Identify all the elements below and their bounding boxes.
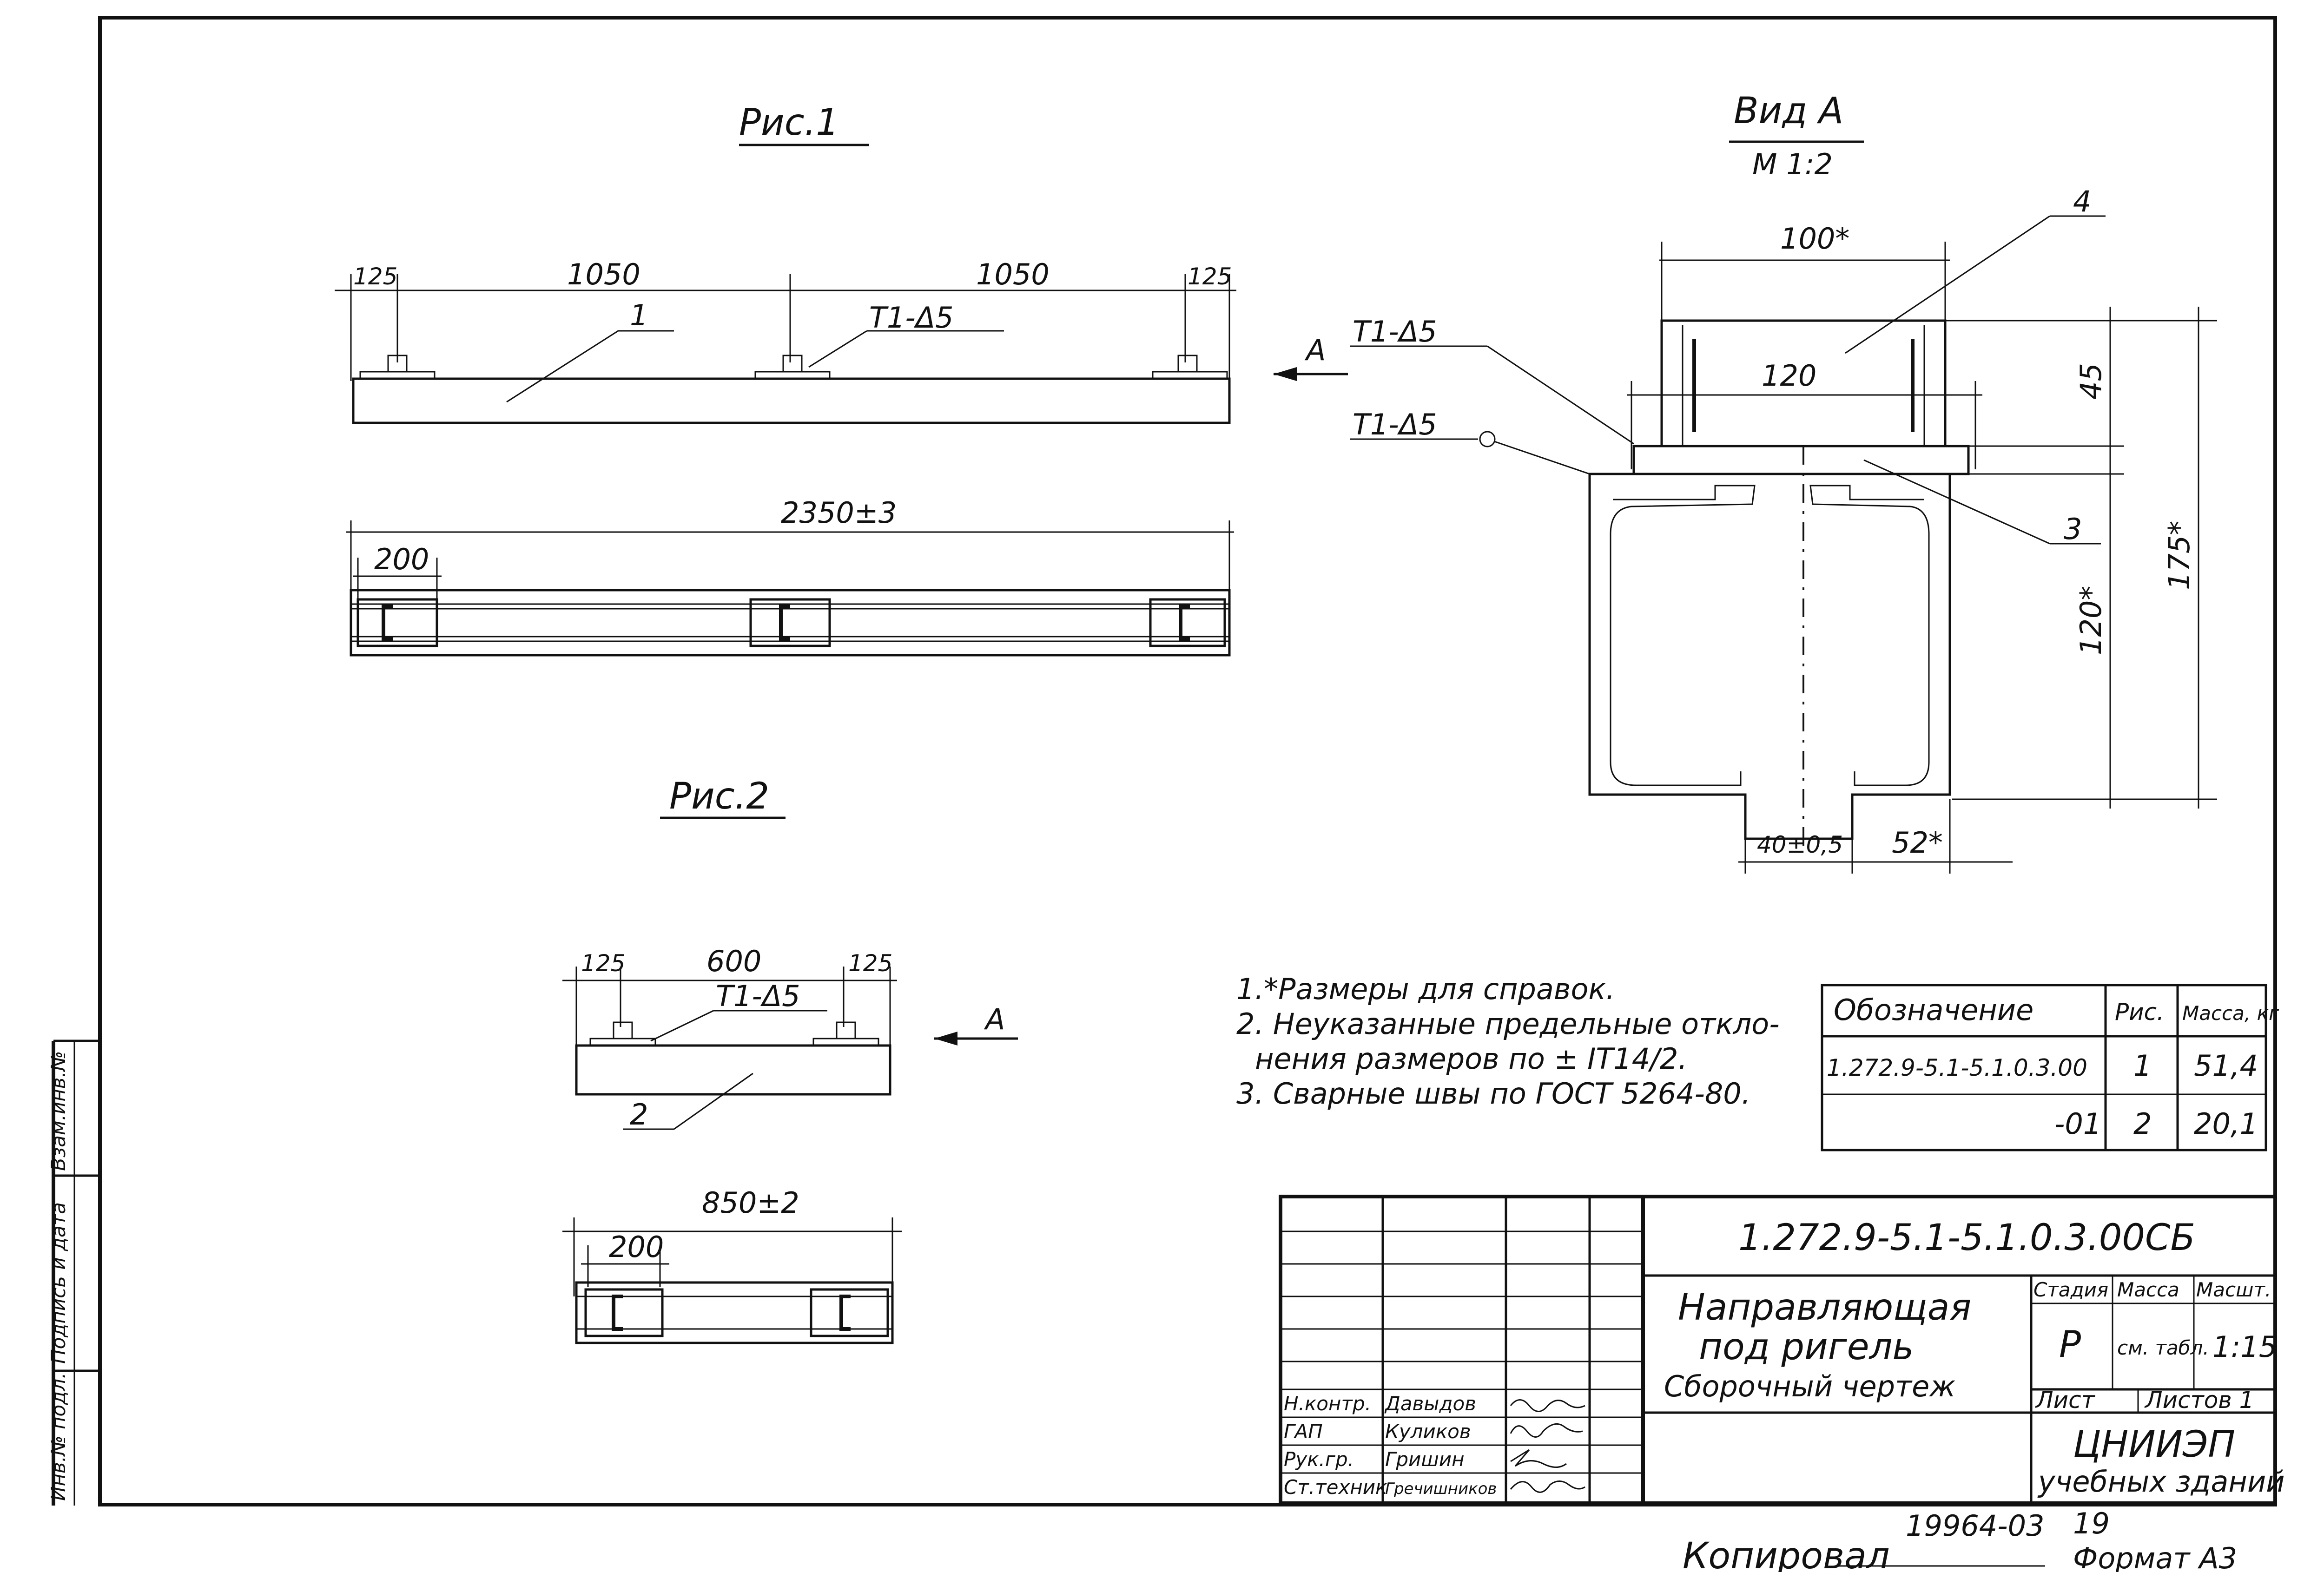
page-number: 19 [2073,1506,2110,1540]
view-a-dim-120: 120 [1762,359,1816,393]
view-a-dim-45: 45 [2074,363,2108,400]
signature-3 [1510,1449,1567,1468]
signer-name-3: Гришин [1385,1448,1465,1471]
spec-row2-mass: 20,1 [2194,1107,2258,1141]
sheets-label: Листов 1 [2144,1387,2254,1414]
spec-row2-designation: -01 [2054,1107,2101,1141]
fig2-dim-125-right: 125 [848,950,892,977]
view-a-plate [1632,445,1970,475]
stage-label: Стадия [2034,1278,2108,1301]
signer-role-4: Ст.техник [1284,1476,1387,1499]
fig2-dim-200: 200 [609,1230,664,1264]
signer-role-2: ГАП [1284,1420,1323,1443]
signer-role-1: Н.контр. [1284,1392,1371,1415]
figure-2: Рис.2 125 600 125 Т1-Δ5 2 А 850±2 200 [562,776,1018,1344]
drawing-name-line1: Направляющая [1678,1287,1971,1329]
stage-value: Р [2059,1324,2081,1366]
fig1-dim-125-right: 125 [1188,263,1232,290]
view-a-dim-120v: 120* [2074,586,2108,655]
view-a-dim-100: 100* [1780,222,1849,256]
fig2-beam-plan [575,1281,894,1344]
spec-header-designation: Обозначение [1834,993,2034,1027]
side-stamp: Инв.№ подл. Подпись и дата Взам.инв.№ [47,1051,70,1501]
fig1-view-arrow-label: А [1304,333,1326,367]
fig2-dim-overall: 850±2 [702,1186,799,1220]
stamp-inv-label: Инв.№ подл. [47,1373,70,1501]
view-a-weld-1: Т1-Δ5 [1353,315,1437,349]
fig2-dim-600: 600 [706,944,761,978]
sheet-frame [98,16,2277,1506]
fig1-dim-125-left: 125 [353,263,397,290]
view-a-position-4: 4 [2073,184,2091,218]
view-a-dim-40: 40±0,5 [1757,831,1843,858]
fig2-beam-elevation [575,1044,891,1096]
view-a-dim-52: 52* [1892,826,1943,860]
spec-table: Обозначение Рис. Масса, кг 1.272.9-5.1-5… [1821,984,2279,1151]
signature-1 [1510,1399,1585,1412]
archive-number: 19964-03 [1906,1509,2045,1543]
signer-role-3: Рук.гр. [1284,1448,1354,1471]
fig1-dim-1050-right: 1050 [976,257,1050,291]
view-a: Вид А М 1:2 100* 120 45 [1350,90,2217,874]
view-a-rail-profile [1588,473,1951,840]
title-block: 1.272.9-5.1-5.1.0.3.00СБ Направляющая по… [1279,1195,2285,1505]
footer: 19964-03 19 Копировал Формат А3 [1683,1506,2237,1572]
spec-row2-fig: 2 [2133,1107,2152,1141]
note-3: 3. Сварные швы по ГОСТ 5264-80. [1236,1077,1750,1111]
fig1-beam-elevation [352,377,1231,424]
view-a-scale: М 1:2 [1752,147,1833,181]
sheet-label: Лист [2035,1387,2096,1414]
fig2-view-arrow-label: А [984,1002,1005,1036]
spec-row1-designation: 1.272.9-5.1-5.1.0.3.00 [1827,1054,2087,1081]
view-a-weld-2: Т1-Δ5 [1353,408,1437,441]
mass-value: см. табл. [2117,1336,2209,1359]
figure-1: Рис.1 125 1050 1050 125 Т1-Δ5 1 А [335,102,1348,657]
fig1-beam-plan [350,589,1231,657]
drawing-name-line3: Сборочный чертеж [1664,1369,1955,1403]
general-notes: 1.*Размеры для справок. 2. Неуказанные п… [1236,972,1780,1111]
fig1-position-1: 1 [630,298,648,332]
spec-header-fig: Рис. [2115,999,2164,1026]
signature-4 [1510,1480,1585,1493]
note-2b: нения размеров по ± IT14/2. [1255,1042,1687,1076]
view-a-title: Вид А [1734,90,1843,132]
spec-row1-fig: 1 [2133,1049,2152,1083]
scale-label: Масшт. [2196,1278,2271,1301]
format-label: Формат А3 [2073,1541,2237,1572]
fig1-title: Рис.1 [739,102,839,144]
stamp-sign-label: Подпись и дата [47,1202,70,1364]
view-a-position-3: 3 [2064,512,2082,546]
signer-name-2: Куликов [1385,1420,1471,1443]
fig2-title: Рис.2 [669,776,769,817]
view-a-dim-175: 175* [2162,521,2196,590]
fig2-weld-label: Т1-Δ5 [716,979,800,1013]
note-1: 1.*Размеры для справок. [1236,972,1615,1006]
mass-label: Масса [2117,1278,2179,1301]
signature-2 [1510,1423,1583,1438]
fig1-dim-overall: 2350±3 [781,496,897,530]
fig2-dim-125-left: 125 [581,950,625,977]
fig1-weld-label: Т1-Δ5 [869,301,954,335]
drawing-name-line2: под ригель [1699,1326,1914,1368]
note-2a: 2. Неуказанные предельные откло- [1236,1007,1780,1041]
signer-name-4: Гречишников [1385,1480,1497,1498]
scale-value: 1:15 [2212,1330,2277,1364]
fig1-dim-1050-left: 1050 [567,257,640,291]
doc-number: 1.272.9-5.1-5.1.0.3.00СБ [1738,1217,2195,1259]
spec-row1-mass: 51,4 [2194,1049,2258,1083]
fig2-position-2: 2 [630,1098,648,1131]
organization-line2: учебных зданий [2037,1465,2285,1499]
organization-line1: ЦНИИЭП [2073,1424,2235,1466]
signer-name-1: Давыдов [1384,1392,1476,1415]
fig1-dim-200: 200 [374,542,429,576]
spec-header-mass: Масса, кг [2182,1002,2279,1025]
stamp-replace-label: Взам.инв.№ [47,1051,70,1171]
